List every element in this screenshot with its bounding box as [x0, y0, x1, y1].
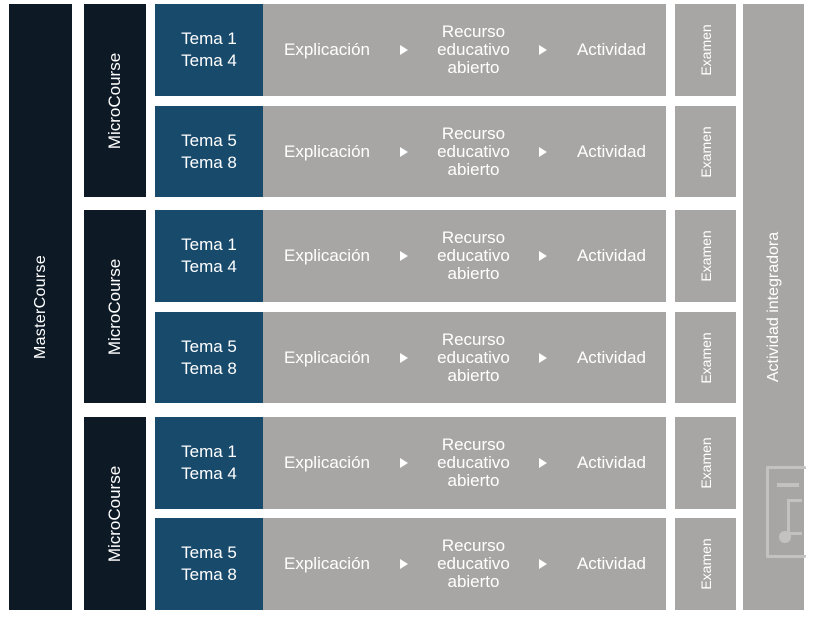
- arrow-right-icon: [539, 352, 548, 363]
- tema-start: Tema 5: [181, 543, 237, 562]
- step-actividad: Actividad: [576, 453, 646, 472]
- step-recurso-line-3: abierto: [447, 365, 500, 385]
- microcourse-label: MicroCourse: [105, 258, 124, 355]
- mastercourse-column: MasterCourse: [9, 4, 72, 610]
- flow-row-6: Explicación Recurso educativo abierto Ac…: [263, 518, 674, 610]
- arrow-right-icon: [399, 251, 408, 261]
- examen-label: Examen: [697, 331, 714, 384]
- step-explicacion: Explicación: [284, 246, 370, 265]
- arrow-right-icon: [399, 352, 408, 363]
- arrow-right-icon: [539, 458, 548, 468]
- step-actividad: Actividad: [576, 347, 646, 367]
- tema-end: Tema 4: [181, 464, 237, 483]
- step-recurso-line-1: Recurso: [441, 435, 506, 454]
- step-recurso: Recurso educativo abierto: [437, 329, 510, 385]
- step-recurso-line-2: educativo: [437, 141, 510, 161]
- step-recurso: Recurso educativo abierto: [437, 537, 510, 591]
- step-recurso-line-2: educativo: [437, 554, 510, 573]
- arrow-right-icon: [539, 45, 548, 55]
- microcourse-column-2: MicroCourse: [84, 210, 146, 403]
- tema-start: Tema 1: [181, 29, 237, 48]
- examen-block-1: Examen: [675, 4, 736, 96]
- tema-start: Tema 1: [181, 442, 237, 461]
- examen-label: Examen: [697, 24, 714, 76]
- tema-start: Tema 1: [181, 235, 237, 254]
- step-recurso-line-2: educativo: [437, 453, 510, 472]
- step-recurso-line-3: abierto: [447, 58, 500, 77]
- document-bracket-icon: [787, 499, 802, 535]
- document-line-icon: [777, 483, 799, 487]
- step-recurso-line-3: abierto: [447, 159, 500, 179]
- arrow-right-icon: [399, 45, 408, 55]
- tema-start: Tema 5: [181, 336, 237, 356]
- arrow-right-icon: [399, 146, 408, 157]
- step-recurso-line-1: Recurso: [441, 228, 506, 247]
- step-recurso-line-3: abierto: [447, 572, 500, 591]
- examen-block-2: Examen: [675, 106, 736, 197]
- step-actividad: Actividad: [576, 554, 646, 573]
- step-actividad: Actividad: [576, 40, 646, 59]
- step-explicacion: Explicación: [284, 453, 370, 472]
- tema-end: Tema 8: [181, 358, 237, 378]
- microcourse-column-1: MicroCourse: [84, 4, 146, 197]
- step-recurso: Recurso educativo abierto: [437, 123, 510, 179]
- actividad-integradora-label: Actividad integradora: [764, 231, 782, 383]
- arrow-right-icon: [539, 559, 548, 569]
- flow-row-5: Explicación Recurso educativo abierto Ac…: [263, 417, 674, 509]
- actividad-integradora-column: Actividad integradora: [743, 4, 804, 610]
- step-explicacion: Explicación: [284, 554, 370, 573]
- document-outline-icon: [766, 466, 806, 558]
- step-actividad: Actividad: [576, 246, 646, 265]
- step-explicacion: Explicación: [284, 347, 370, 367]
- step-recurso-line-1: Recurso: [441, 536, 506, 555]
- examen-block-4: Examen: [675, 312, 736, 403]
- document-dot-icon: [779, 531, 791, 543]
- step-recurso-line-2: educativo: [437, 40, 510, 59]
- tema-block-3: Tema 1 Tema 4: [155, 210, 269, 302]
- examen-label: Examen: [697, 437, 714, 489]
- mastercourse-label: MasterCourse: [31, 254, 49, 360]
- examen-label: Examen: [697, 230, 714, 282]
- step-explicacion: Explicación: [284, 40, 370, 59]
- step-recurso: Recurso educativo abierto: [437, 436, 510, 490]
- flow-row-2: Explicación Recurso educativo abierto Ac…: [263, 106, 674, 197]
- tema-end: Tema 4: [181, 257, 237, 276]
- tema-end: Tema 8: [181, 565, 237, 584]
- step-recurso-line-1: Recurso: [441, 329, 506, 349]
- arrow-right-icon: [399, 559, 408, 569]
- tema-start: Tema 5: [181, 130, 237, 150]
- step-recurso: Recurso educativo abierto: [437, 229, 510, 283]
- step-recurso-line-3: abierto: [447, 471, 500, 490]
- flow-row-1: Explicación Recurso educativo abierto Ac…: [263, 4, 674, 96]
- step-recurso-line-2: educativo: [437, 246, 510, 265]
- microcourse-label: MicroCourse: [105, 52, 124, 149]
- tema-end: Tema 8: [181, 152, 237, 172]
- microcourse-label: MicroCourse: [105, 465, 124, 562]
- examen-label: Examen: [697, 125, 714, 178]
- tema-block-6: Tema 5 Tema 8: [155, 518, 269, 610]
- flow-row-4: Explicación Recurso educativo abierto Ac…: [263, 312, 674, 403]
- tema-block-2: Tema 5 Tema 8: [155, 106, 269, 197]
- arrow-right-icon: [539, 251, 548, 261]
- step-recurso-line-3: abierto: [447, 264, 500, 283]
- microcourse-column-3: MicroCourse: [84, 417, 146, 610]
- examen-block-5: Examen: [675, 417, 736, 509]
- arrow-right-icon: [539, 146, 548, 157]
- tema-block-5: Tema 1 Tema 4: [155, 417, 269, 509]
- step-recurso: Recurso educativo abierto: [437, 23, 510, 77]
- tema-end: Tema 4: [181, 51, 237, 70]
- examen-block-6: Examen: [675, 518, 736, 610]
- step-explicacion: Explicación: [284, 141, 370, 161]
- step-recurso-line-1: Recurso: [441, 123, 506, 143]
- tema-block-1: Tema 1 Tema 4: [155, 4, 269, 96]
- flow-row-3: Explicación Recurso educativo abierto Ac…: [263, 210, 674, 302]
- step-recurso-line-1: Recurso: [441, 22, 506, 41]
- examen-label: Examen: [697, 538, 714, 590]
- examen-block-3: Examen: [675, 210, 736, 302]
- step-recurso-line-2: educativo: [437, 347, 510, 367]
- step-actividad: Actividad: [576, 141, 646, 161]
- tema-block-4: Tema 5 Tema 8: [155, 312, 269, 403]
- arrow-right-icon: [399, 458, 408, 468]
